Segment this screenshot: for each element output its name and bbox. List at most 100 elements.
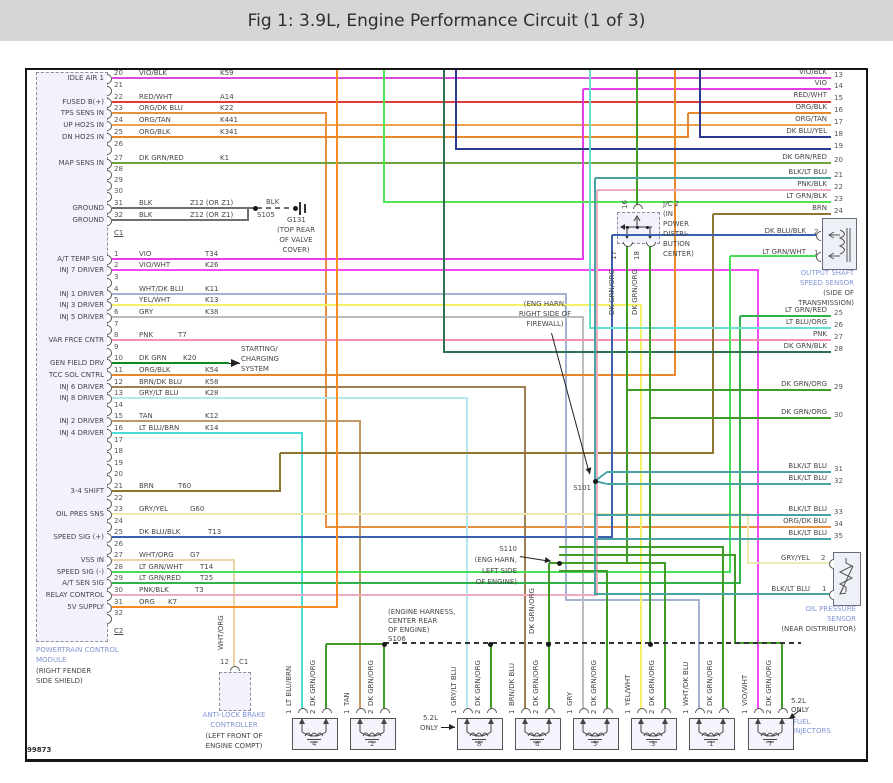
wire-dkgrn_org	[549, 562, 560, 564]
wire-blk_ltblu	[594, 178, 596, 595]
pcm-wire-color-label: ORG/BLK	[139, 128, 171, 136]
pcm-pin-number-c2-19: 19	[114, 459, 123, 467]
injector-pin2-wire-label: DK GRN/ORG	[367, 660, 375, 706]
right-pin-number-17: 17	[834, 118, 843, 126]
pcm-pin-number-c2-2: 2	[114, 261, 119, 269]
splice-dot	[556, 560, 562, 566]
pcm-circuit-id: T60	[178, 482, 192, 490]
wire-brn	[712, 214, 714, 454]
pcm-wire-color-label: PNK	[139, 331, 154, 339]
splice-s105-label: S105	[257, 211, 275, 219]
pcm-wire-color-label: BRN	[139, 482, 154, 490]
injector-pin2-number: 2	[765, 709, 773, 714]
abs-pin-arc	[230, 666, 240, 671]
injector-pin1-wire-label: VIO/WHT	[741, 674, 749, 706]
wire-dkblu_blk	[611, 235, 613, 538]
output-shaft-sensor-name: OUTPUT SHAFT	[800, 269, 854, 277]
figure-title-bar: Fig 1: 3.9L, Engine Performance Circuit …	[0, 0, 893, 41]
injector-pin2-wire-label: DK GRN/ORG	[590, 660, 598, 706]
pcm-pin-number-c2-5: 5	[114, 296, 119, 304]
pcm-box	[36, 72, 108, 642]
s106-location-note: OF ENGINE)	[388, 626, 430, 634]
pcm-pin-number-c2-18: 18	[114, 447, 123, 455]
wire-dkgrn_org	[649, 246, 651, 645]
right-pin-wire-label: BLK/LT BLU	[788, 505, 827, 513]
pcm-pin-number-c2-4: 4	[114, 285, 119, 293]
starting-charging-note: CHARGING	[241, 355, 279, 363]
wire-brn	[279, 453, 281, 492]
right-pin-number-14: 14	[834, 82, 843, 90]
pcm-pin-number-c1-30: 30	[114, 187, 123, 195]
wire-gry_yel	[112, 513, 749, 515]
wire-brn	[112, 490, 281, 492]
injector-pin2-number: 2	[590, 709, 598, 714]
injector-pin1-wire-label: GRY/LT BLU	[450, 666, 458, 706]
pcm-signal-label: GROUND	[72, 216, 104, 224]
oil-pressure-sensor-pin-arc	[829, 590, 834, 600]
pcm-pin-number-c2-13: 13	[114, 389, 123, 397]
pcm-circuit-id: T25	[200, 574, 214, 582]
starting-charging-note: STARTING/	[241, 345, 278, 353]
pcm-signal-label: INJ 6 DRIVER	[59, 383, 104, 391]
right-pin-number-27: 27	[834, 333, 843, 341]
note-52l-only: 5.2L	[791, 697, 807, 705]
fuel-injectors-label: FUEL	[793, 718, 811, 726]
wire-vio_wht	[112, 269, 759, 271]
pcm-pin-number-c1-22: 22	[114, 93, 123, 101]
wire-dkgrn_org	[734, 555, 736, 644]
note-52l-only: 5.2L	[422, 714, 438, 722]
abs-name: ANTI-LOCK BRAKE	[202, 711, 266, 719]
jc2-pin-number: 16	[621, 200, 629, 209]
injector-pin-arc	[754, 708, 764, 713]
pcm-pin-number-c1-32: 32	[114, 211, 123, 219]
right-pin-wire-label: ORG/TAN	[795, 115, 827, 123]
arrow-starting-charging-head	[231, 358, 240, 367]
pcm-signal-label: GEN FIELD DRV	[50, 359, 104, 367]
splice-s106-label: S106	[388, 635, 406, 643]
s106-location-note: CENTER REAR	[388, 617, 438, 625]
wire-org_tan	[112, 124, 831, 126]
pcm-wire-color-label: LT BLU/BRN	[139, 424, 180, 432]
injector-pin2-wire-label: DK GRN/ORG	[309, 660, 317, 706]
injector-pin-arc	[545, 708, 555, 713]
wire-ltgrn_red	[740, 315, 831, 317]
injector-pin-arc	[719, 708, 729, 713]
splice-s110-label: S110	[499, 545, 517, 553]
wire-pnk_blk	[597, 189, 831, 191]
pcm-signal-label: A/T TEMP SIG	[57, 255, 104, 263]
jc2-top-pin-arc	[633, 204, 643, 209]
injector-coil-icon	[464, 718, 494, 743]
injector-number-2: 2	[370, 740, 375, 748]
injector-pin1-wire-label: TAN	[343, 692, 351, 706]
pcm-pin-number-c2-27: 27	[114, 551, 123, 559]
pcm-pin-number-c1-26: 26	[114, 140, 123, 148]
abs-controller-box	[219, 672, 251, 711]
wire-ltblu_brn	[112, 432, 303, 434]
sensor-pin-wire-label: BLK/LT BLU	[771, 585, 810, 593]
injector-pin-arc	[661, 708, 671, 713]
injector-pin1-number: 1	[682, 709, 690, 714]
right-pin-number-30: 30	[834, 411, 843, 419]
wire-vio	[112, 258, 584, 260]
pcm-pin-number-c2-23: 23	[114, 505, 123, 513]
pcm-signal-label: INJ 8 DRIVER	[59, 394, 104, 402]
injector-pin-arc	[521, 708, 531, 713]
pcm-pin-number-c1-27: 27	[114, 154, 123, 162]
pcm-pin-number-c1-23: 23	[114, 104, 123, 112]
pcm-signal-label: VAR FRCE CNTR	[48, 336, 104, 344]
oil-pressure-sensor-name: SENSOR	[827, 615, 856, 623]
arrow-to-s110-head	[544, 557, 552, 564]
wire-dkgrn_org	[383, 644, 385, 713]
wire-ltgrn_red	[739, 316, 741, 584]
ground-location: COVER)	[282, 246, 310, 254]
injector-coil-icon	[638, 718, 668, 743]
pcm-signal-label: VSS IN	[80, 556, 104, 564]
pcm-circuit-id: K341	[220, 128, 238, 136]
splice-dot	[487, 641, 493, 647]
pcm-circuit-id: K22	[220, 104, 234, 112]
injector-number-6: 6	[535, 740, 540, 748]
pcm-circuit-id: K441	[220, 116, 238, 124]
wire-gry_yel	[748, 562, 830, 564]
injector-pin2-number: 2	[532, 709, 540, 714]
pcm-circuit-id: T14	[200, 563, 214, 571]
